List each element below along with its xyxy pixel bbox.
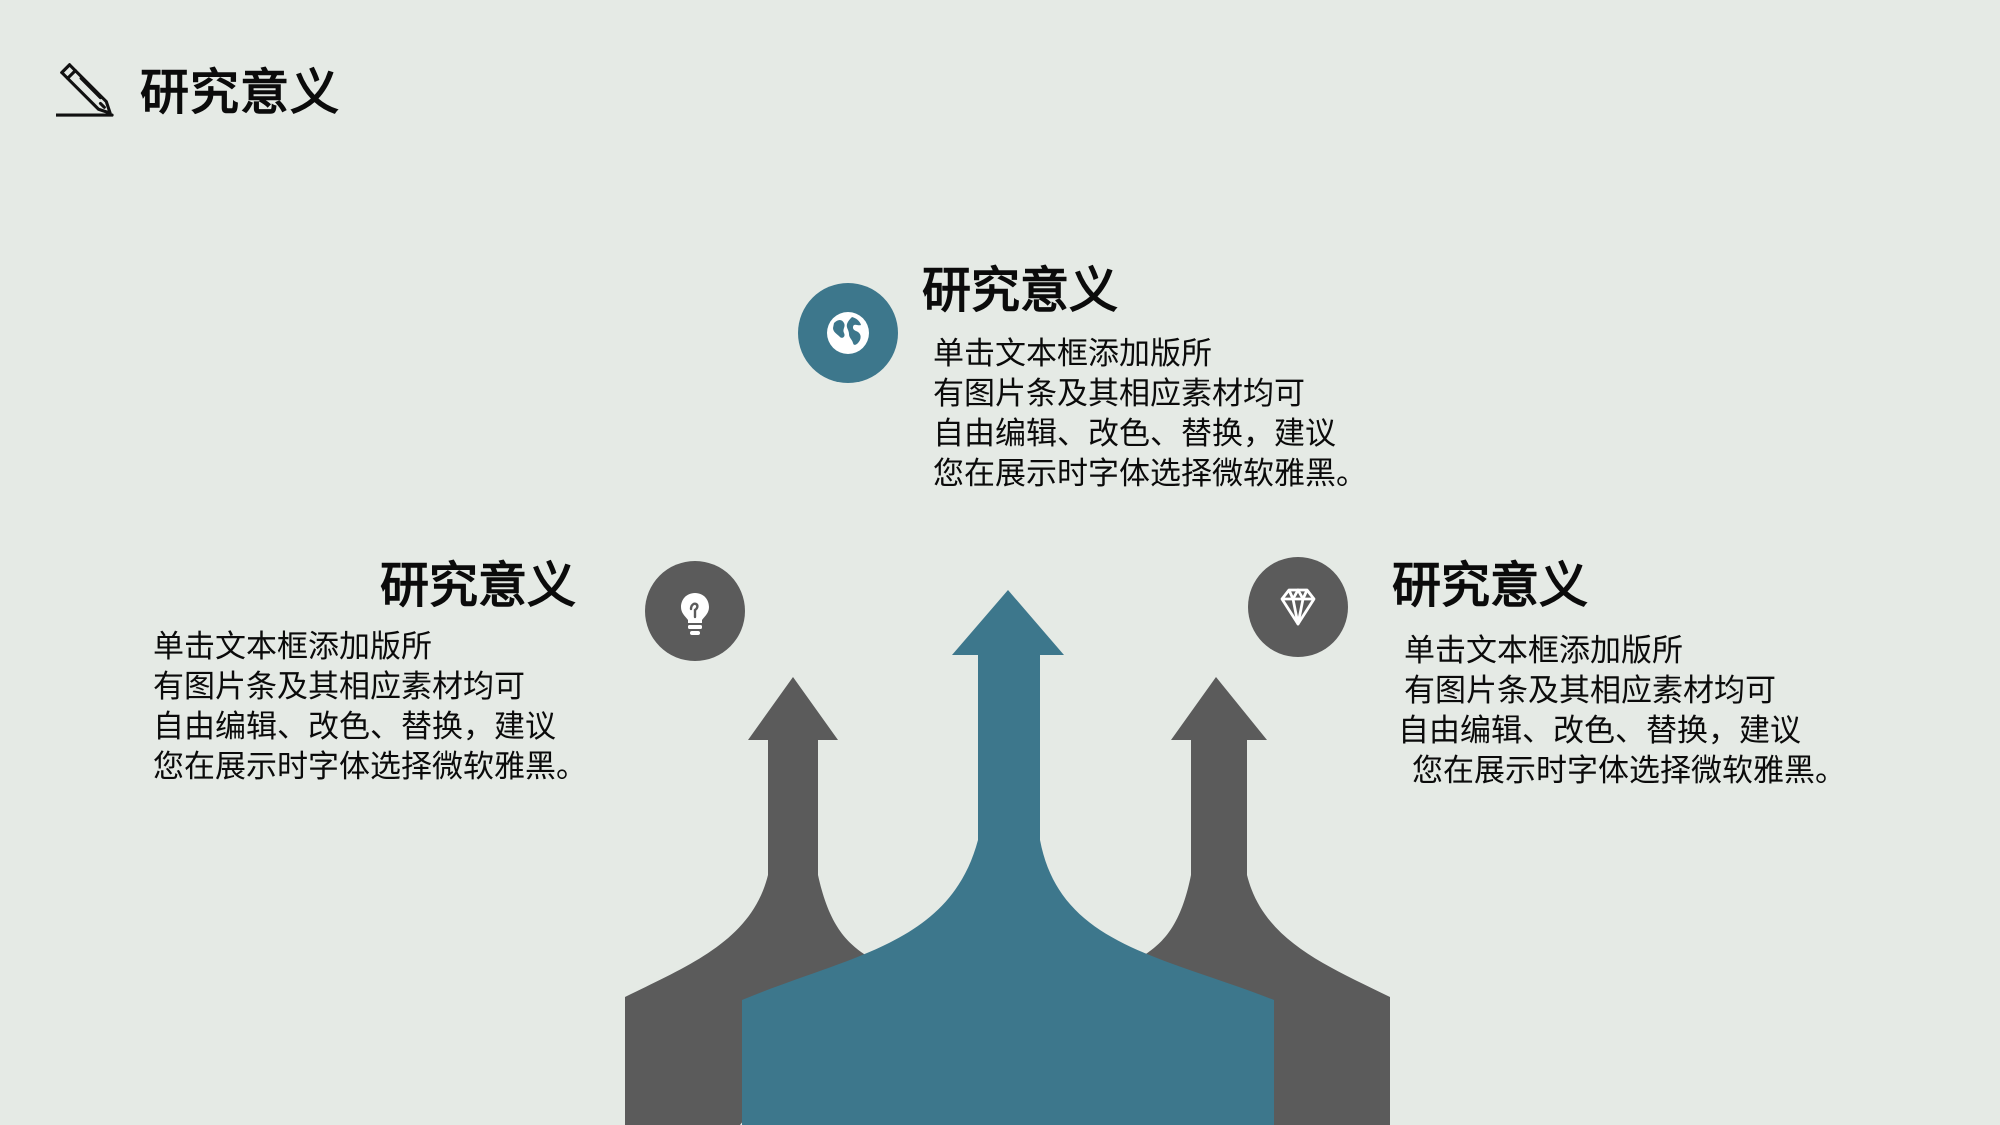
center-item-title: 研究意义	[922, 262, 1119, 319]
body-line: 自由编辑、改色、替换，建议	[153, 709, 556, 745]
body-line: 自由编辑、改色、替换，建议	[1398, 713, 1801, 749]
left-item-title: 研究意义	[380, 557, 577, 614]
body-line: 有图片条及其相应素材均可	[153, 669, 525, 705]
lightbulb-icon	[681, 593, 709, 635]
body-line: 单击文本框添加版所	[933, 336, 1212, 372]
body-line: 您在展示时字体选择微软雅黑。	[933, 456, 1367, 492]
center-arrow	[742, 590, 1274, 1125]
right-item-body: 单击文本框添加版所 有图片条及其相应素材均可 自由编辑、改色、替换，建议 您在展…	[1398, 631, 1846, 791]
body-line: 单击文本框添加版所	[153, 629, 432, 665]
right-item-title: 研究意义	[1392, 557, 1589, 614]
left-item-body: 单击文本框添加版所 有图片条及其相应素材均可 自由编辑、改色、替换，建议 您在展…	[153, 627, 587, 787]
body-line: 有图片条及其相应素材均可	[933, 376, 1305, 412]
globe-icon	[827, 312, 869, 354]
body-line: 自由编辑、改色、替换，建议	[933, 416, 1336, 452]
body-line: 您在展示时字体选择微软雅黑。	[153, 749, 587, 785]
body-line: 有图片条及其相应素材均可	[1404, 673, 1776, 709]
left-icon-circle	[645, 561, 745, 661]
body-line: 单击文本框添加版所	[1404, 633, 1683, 669]
pencil-icon	[56, 63, 114, 117]
right-icon-circle	[1248, 557, 1348, 657]
center-icon-circle	[798, 283, 898, 383]
page-title: 研究意义	[140, 63, 341, 121]
body-line: 您在展示时字体选择微软雅黑。	[1412, 753, 1846, 789]
center-item-body: 单击文本框添加版所 有图片条及其相应素材均可 自由编辑、改色、替换，建议 您在展…	[933, 334, 1367, 494]
header: 研究意义	[56, 56, 340, 121]
diamond-icon	[1280, 588, 1316, 626]
